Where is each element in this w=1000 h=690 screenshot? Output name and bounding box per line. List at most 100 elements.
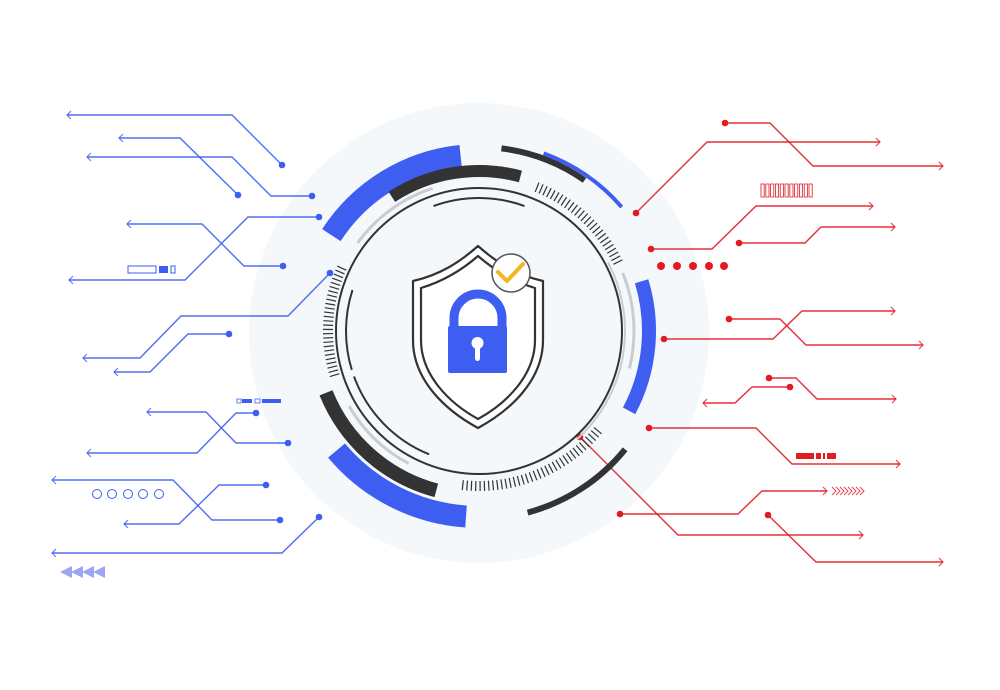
triangle-left-icon — [71, 566, 83, 578]
right-circuit-line-dot — [645, 424, 653, 432]
left-circuit-line-dot — [315, 513, 323, 521]
left-circuit-line-dot — [234, 191, 242, 199]
arrow-icon — [118, 133, 124, 143]
barcode-bar — [789, 183, 794, 198]
tick-mark — [578, 442, 587, 451]
chevron-right-icon — [843, 486, 849, 496]
tick-mark — [324, 311, 335, 314]
tick-mark — [606, 247, 617, 254]
left-circuit-line-dot — [326, 269, 334, 277]
arrow-icon — [86, 448, 92, 458]
tick-mark — [324, 349, 335, 352]
tick-mark — [592, 225, 601, 234]
tick-mark — [604, 243, 614, 251]
left-circuit-line — [52, 479, 280, 521]
tick-mark — [587, 433, 597, 441]
barcode-bar — [775, 183, 780, 198]
tick-mark — [611, 255, 621, 262]
tick-mark — [538, 184, 544, 194]
inner-arc-top — [433, 197, 525, 207]
dark-arc-top — [388, 165, 522, 202]
tick-mark — [553, 192, 560, 202]
left-circuit-line — [119, 137, 239, 196]
circle-outline-icon — [92, 489, 102, 499]
right-circuit-line — [703, 386, 790, 404]
red-dot — [673, 262, 681, 270]
right-circuit-line-dot — [735, 239, 743, 247]
bar-fill — [262, 399, 281, 403]
left-circuit-lines — [51, 110, 334, 558]
tick-mark — [593, 426, 602, 435]
arrow-icon — [895, 459, 901, 469]
tick-mark — [327, 294, 338, 298]
left-circuit-line — [114, 333, 229, 373]
tick-mark — [461, 480, 464, 491]
arrow-icon — [51, 548, 57, 558]
arrow-icon — [66, 110, 72, 120]
arrow-icon — [68, 275, 74, 285]
tick-mark — [569, 450, 577, 459]
arrow-icon — [868, 201, 874, 211]
arrow-icon — [113, 367, 119, 377]
arrow-icon — [938, 557, 944, 567]
inner-arc-bottom-left — [353, 376, 430, 456]
tick-mark — [332, 277, 342, 283]
chevron-right-icon — [835, 486, 841, 496]
triangle-left-icon — [93, 566, 105, 578]
right-circuit-line — [649, 427, 900, 465]
tick-mark — [534, 182, 540, 193]
tick-mark — [575, 444, 584, 454]
tick-mark — [574, 207, 582, 216]
bar-fill — [242, 399, 252, 403]
barcode-bar — [765, 183, 770, 198]
right-circuit-line-dot — [764, 511, 772, 519]
tick-mark — [562, 455, 569, 464]
arrow-icon — [858, 530, 864, 540]
left-circuit-line-dot — [262, 481, 270, 489]
red-bar — [827, 453, 836, 459]
barcode-bar — [760, 183, 765, 198]
red-dot — [689, 262, 697, 270]
tick-mark — [544, 465, 550, 476]
arrow-icon — [938, 161, 944, 171]
right-circuit-line-dot — [765, 374, 773, 382]
right-circuit-line — [729, 318, 923, 346]
tick-mark — [336, 265, 347, 271]
tick-mark — [555, 459, 562, 469]
tick-mark — [500, 479, 503, 490]
left-circuit-line — [83, 272, 331, 359]
tick-mark — [549, 189, 556, 200]
tick-mark — [330, 281, 341, 286]
bar-outline — [127, 265, 157, 274]
tick-mark — [520, 474, 525, 485]
red-dot — [705, 262, 713, 270]
inner-ring — [335, 187, 623, 475]
arrow-icon — [146, 407, 152, 417]
left-circuit-line-dot — [252, 409, 260, 417]
tick-mark — [546, 187, 552, 198]
gray-arc-bottom-left — [347, 405, 410, 465]
left-circuit-line — [69, 216, 319, 281]
tick-mark — [327, 365, 338, 369]
bar-small — [254, 398, 261, 404]
arrow-icon — [890, 306, 896, 316]
right-circuit-line — [579, 436, 863, 536]
tick-mark — [528, 472, 534, 482]
tick-mark — [466, 480, 469, 491]
tick-mark — [323, 320, 334, 322]
left-circuit-line-dot — [308, 192, 316, 200]
tick-mark — [580, 213, 589, 222]
circle-outline-icon — [107, 489, 117, 499]
tick-mark — [560, 196, 568, 206]
tick-mark — [508, 477, 512, 488]
right-circuit-line-dot — [660, 335, 668, 343]
arrow-icon — [51, 475, 57, 485]
tick-mark — [586, 219, 595, 228]
decorations — [60, 183, 865, 578]
bar-small — [170, 265, 176, 274]
tick-mark — [577, 210, 585, 219]
left-circuit-line — [124, 484, 266, 525]
right-circuit-line — [739, 226, 895, 244]
tick-mark — [572, 447, 580, 457]
